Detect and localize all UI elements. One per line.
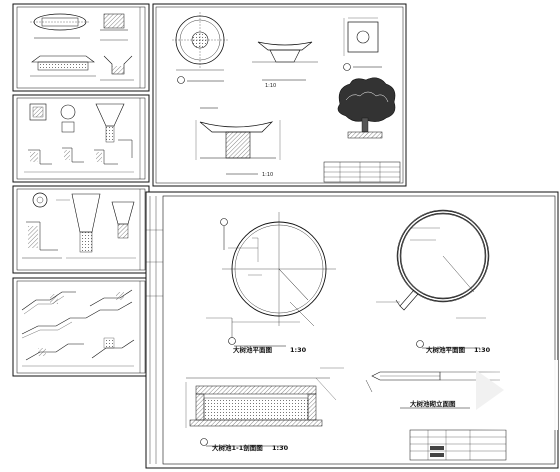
elevation-title: 大树池砌立面图 bbox=[410, 399, 456, 408]
section-scale: 1:30 bbox=[272, 444, 289, 452]
title-block-5 bbox=[323, 161, 401, 183]
plan-view-scale: 1:30 bbox=[290, 346, 307, 354]
plan-view-2-scale: 1:30 bbox=[474, 346, 491, 354]
sheet-1 bbox=[12, 3, 150, 92]
plan-view-title: 大树池平面图 bbox=[233, 345, 273, 354]
play-watermark-icon bbox=[476, 370, 504, 410]
square-pit-plan bbox=[343, 17, 382, 71]
tree-pit-plan-left: 大树池平面图 1:30 bbox=[206, 212, 336, 354]
sheet-3 bbox=[12, 185, 150, 274]
top-scale-1: 1:10 bbox=[265, 83, 276, 89]
plan-view-2-title: 大树池平面图 bbox=[426, 345, 466, 354]
sheet-6: 大树池平面图 1:30 大树池平面图 1:30 bbox=[145, 191, 559, 469]
tree-pit-plan-right: 大树池平面图 1:30 bbox=[376, 209, 491, 354]
section-title: 大树池1-1剖面图 bbox=[212, 443, 263, 452]
tree-illustration bbox=[337, 77, 396, 139]
tree-pit-section: 大树池1-1剖面图 1:30 bbox=[185, 367, 344, 452]
bowl-section: 1:10 bbox=[195, 107, 281, 178]
sheet-5: 1:10 1:10 bbox=[152, 3, 407, 187]
sheet-4 bbox=[12, 277, 150, 377]
top-scale-2: 1:10 bbox=[262, 172, 273, 178]
title-block-6 bbox=[409, 429, 507, 461]
bowl-elevation: 1:10 bbox=[252, 41, 318, 89]
sheet-2 bbox=[12, 94, 150, 183]
round-pit-plan bbox=[172, 12, 228, 84]
